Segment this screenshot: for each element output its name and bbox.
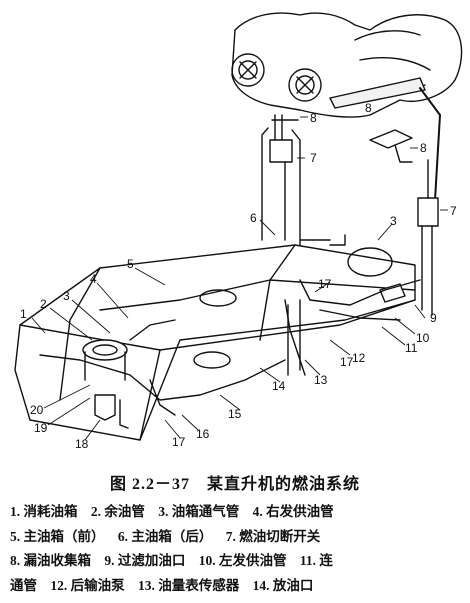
callout-13: 13 bbox=[314, 373, 328, 387]
legend-item: 2. 余油管 bbox=[90, 504, 145, 519]
callout-7-right: 7 bbox=[450, 204, 457, 218]
legend-line: 1. 消耗油箱 2. 余油管 3. 油箱通气管 4. 右发供油管 bbox=[10, 500, 466, 525]
legend-item: 通管 bbox=[10, 577, 37, 593]
legend-item: 7. 燃油切断开关 bbox=[225, 528, 321, 544]
callout-2: 2 bbox=[40, 297, 47, 311]
legend-item: 3. 油箱通气管 bbox=[158, 504, 240, 519]
legend-item: 14. 放油口 bbox=[252, 577, 314, 593]
legend-item: 4. 右发供油管 bbox=[252, 504, 334, 519]
engine-assembly bbox=[231, 12, 463, 201]
pump-assembly bbox=[94, 283, 406, 429]
callout-8-right: 8 bbox=[420, 141, 427, 155]
fuel-shutoff-valve-right bbox=[417, 159, 439, 316]
callout-12: 12 bbox=[352, 351, 366, 365]
callout-6: 6 bbox=[250, 211, 257, 225]
callout-3-right: 3 bbox=[390, 214, 397, 228]
fuel-system-diagram: 1 2 3 4 5 6 7 8 9 10 11 12 13 14 15 16 1… bbox=[14, 12, 463, 451]
callout-16: 16 bbox=[196, 427, 210, 441]
callout-10: 10 bbox=[416, 331, 430, 345]
callout-8: 8 bbox=[310, 111, 317, 125]
callout-17-middle: 17 bbox=[318, 277, 332, 291]
callout-8-top: 8 bbox=[365, 101, 372, 115]
callout-19: 19 bbox=[34, 421, 48, 435]
callout-14: 14 bbox=[272, 379, 286, 393]
drain-collector bbox=[369, 129, 413, 163]
parts-legend: 1. 消耗油箱 2. 余油管 3. 油箱通气管 4. 右发供油管 5. 主油箱（… bbox=[10, 500, 466, 598]
callout-1: 1 bbox=[20, 307, 27, 321]
callout-7: 7 bbox=[310, 151, 317, 165]
callout-3: 3 bbox=[63, 289, 70, 303]
callout-15: 15 bbox=[228, 407, 242, 421]
legend-item: 10. 左发供油管 bbox=[198, 553, 287, 568]
callout-9: 9 bbox=[430, 311, 437, 325]
legend-line: 8. 漏油收集箱 9. 过滤加油口 10. 左发供油管 11. 连 bbox=[10, 549, 466, 574]
callout-5: 5 bbox=[127, 257, 134, 271]
callout-11: 11 bbox=[405, 341, 418, 355]
legend-item: 8. 漏油收集箱 bbox=[10, 553, 91, 568]
legend-item: 5. 主油箱（前） bbox=[10, 528, 105, 544]
callout-18: 18 bbox=[75, 437, 89, 451]
callout-20: 20 bbox=[30, 403, 44, 417]
fuel-piping bbox=[39, 234, 421, 416]
main-fuel-tank bbox=[14, 244, 416, 441]
callout-17: 17 bbox=[172, 435, 186, 449]
fuel-shutoff-valve-left bbox=[269, 114, 299, 163]
legend-item: 12. 后输油泵 bbox=[50, 577, 125, 593]
consumption-tank bbox=[82, 339, 128, 381]
legend-item: 13. 油量表传感器 bbox=[138, 577, 240, 593]
legend-item: 11. 连 bbox=[299, 553, 333, 568]
legend-line: 5. 主油箱（前） 6. 主油箱（后） 7. 燃油切断开关 bbox=[10, 525, 466, 550]
callout-4: 4 bbox=[90, 272, 97, 286]
legend-line: 通管 12. 后输油泵 13. 油量表传感器 14. 放油口 bbox=[10, 574, 466, 599]
engine-fuel-lines bbox=[261, 127, 301, 251]
legend-item: 9. 过滤加油口 bbox=[104, 553, 186, 568]
legend-item: 1. 消耗油箱 bbox=[10, 504, 78, 519]
figure-caption: 图 2.2－37 某直升机的燃油系统 bbox=[109, 476, 360, 493]
legend-item: 6. 主油箱（后） bbox=[117, 528, 213, 544]
callout-17-lower: 17 bbox=[340, 355, 354, 369]
